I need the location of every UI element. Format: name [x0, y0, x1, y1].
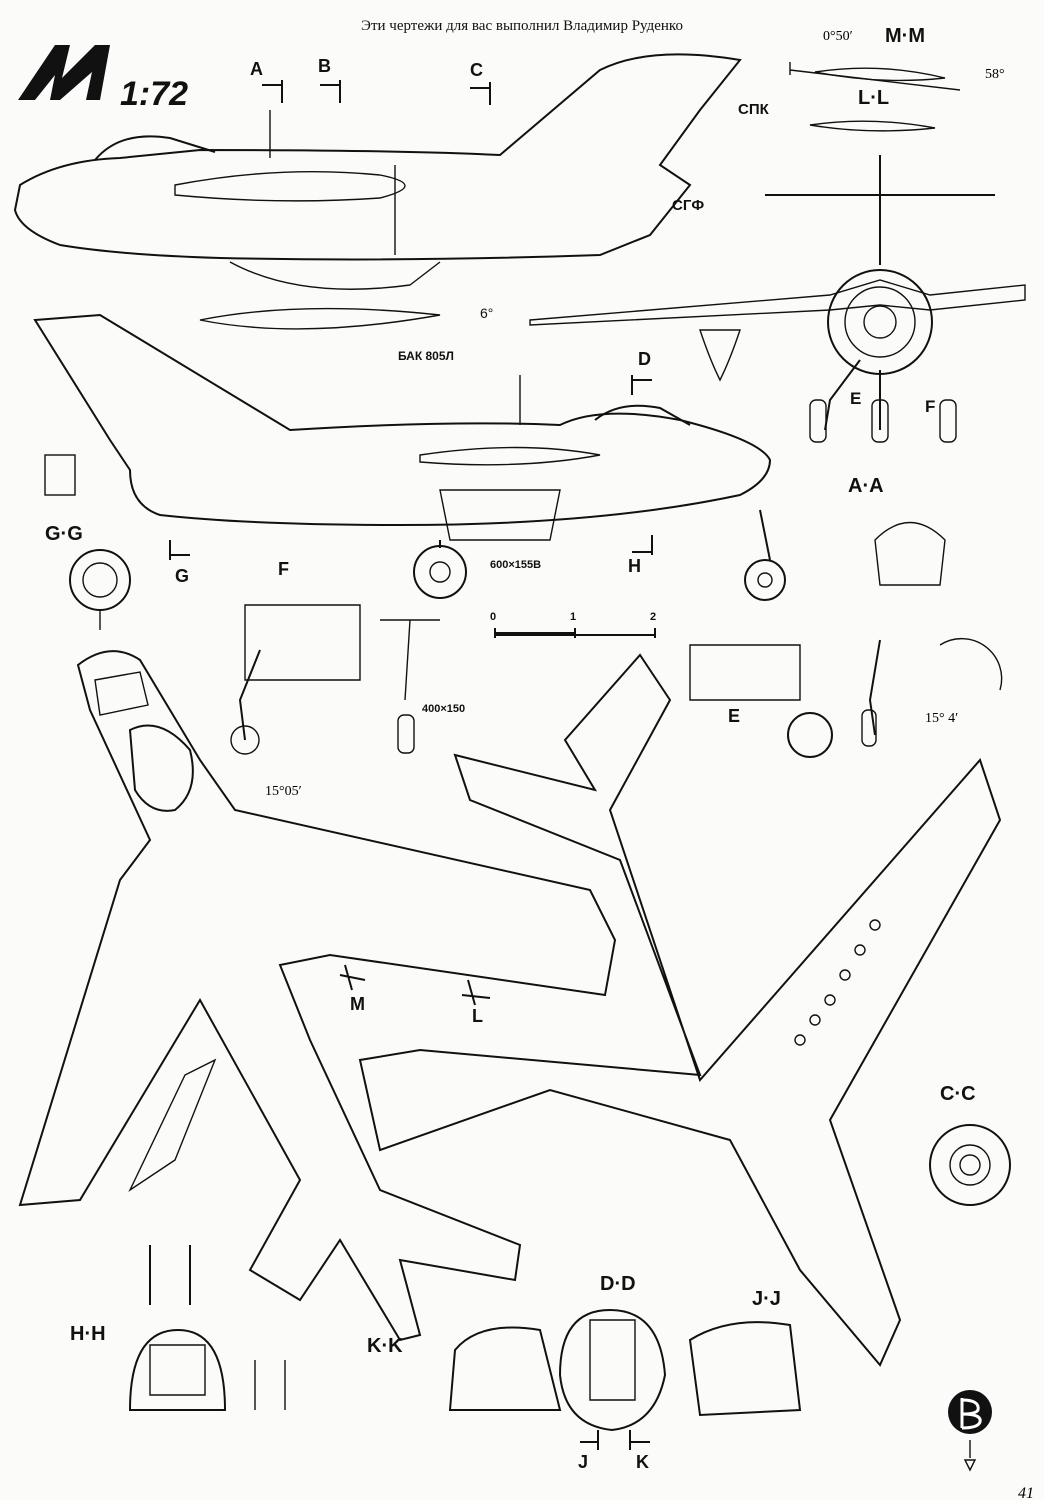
section-kk-title: K·K	[367, 1335, 403, 1357]
angle-050-label: 0°50′	[823, 29, 853, 44]
section-aa: A·A	[848, 475, 946, 586]
front-view: E F	[529, 155, 1026, 443]
detail-f: F 400×150 15°05′	[230, 559, 465, 799]
section-dd: D·D J K	[558, 1273, 667, 1472]
section-markers-top: A B C	[250, 56, 491, 105]
section-ll-title: L·L	[858, 87, 889, 109]
scale-tick-2: 2	[650, 611, 656, 623]
section-gg-title: G·G	[45, 523, 83, 545]
section-hh: H·H	[70, 1245, 286, 1411]
sgf-label: СГФ	[672, 197, 704, 214]
main-wheel-size: 600×155В	[490, 559, 541, 571]
detail-e: E 15° 4′	[689, 638, 1003, 758]
tank-label: БАК 805Л	[398, 349, 454, 363]
scale-tick-1: 1	[570, 611, 576, 623]
section-d-marker: D	[638, 349, 651, 369]
wing-rocket-holes	[794, 919, 881, 1046]
magazine-logo: 1:72	[18, 45, 188, 113]
section-gg: G·G G	[45, 523, 190, 630]
section-jj: J·J	[688, 1288, 802, 1417]
section-jj-title: J·J	[752, 1288, 781, 1310]
section-hh-title: H·H	[70, 1323, 106, 1345]
angle-154-label: 15° 4′	[925, 711, 958, 726]
section-cc: C·C	[929, 1083, 1011, 1206]
section-mm-title: M·M	[885, 25, 925, 47]
section-aa-title: A·A	[848, 475, 884, 497]
section-c-marker: C	[470, 60, 483, 80]
author-credit: Эти чертежи для вас выполнил Владимир Ру…	[361, 18, 683, 34]
side-view-lower: D 600×155В H	[33, 313, 786, 601]
detail-e-title: E	[728, 706, 740, 726]
section-k-marker: K	[636, 1452, 649, 1472]
drop-tank-side	[199, 307, 441, 330]
nose-wheel-size: 400×150	[422, 703, 465, 715]
section-g-marker: G	[175, 566, 189, 586]
front-e-label: E	[850, 389, 861, 408]
airfoil-sections: M·M L·L 0°50′ 58° СПК	[738, 25, 1005, 132]
section-m-marker: M	[350, 994, 365, 1014]
top-view-plan: M L	[18, 650, 617, 1342]
section-kk: K·K	[367, 1326, 562, 1411]
publisher-emblem	[948, 1390, 992, 1472]
side-view-upper: СГФ БАК 805Л 6°	[13, 53, 742, 363]
section-l-marker: L	[472, 1006, 483, 1026]
angle-58-label: 58°	[985, 67, 1005, 82]
bottom-view-plan	[358, 653, 1002, 1367]
scale-tick-0: 0	[490, 611, 496, 623]
scale-label: 1:72	[120, 75, 188, 113]
detail-f-title: F	[278, 559, 289, 579]
angle-1505-label: 15°05′	[265, 784, 302, 799]
dihedral-label: 6°	[480, 305, 493, 321]
section-b-marker: B	[318, 56, 331, 76]
section-h-marker: H	[628, 556, 641, 576]
front-f-label: F	[925, 397, 935, 416]
section-dd-title: D·D	[600, 1273, 636, 1295]
spk-label: СПК	[738, 101, 770, 118]
scale-bar: 0 1 2	[490, 611, 656, 638]
section-j-marker: J	[578, 1452, 588, 1472]
section-cc-title: C·C	[940, 1083, 976, 1105]
page-number: 41	[1018, 1485, 1034, 1500]
section-a-marker: A	[250, 59, 263, 79]
